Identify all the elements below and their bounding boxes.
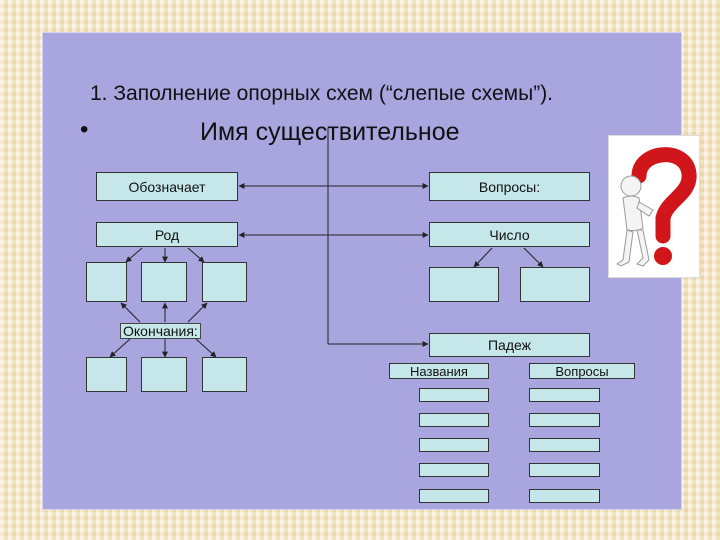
bullet-marker: • [80, 116, 89, 143]
case-box: Падеж [429, 333, 590, 357]
case-question-cell [529, 388, 600, 402]
case-name-cell [419, 438, 489, 452]
case-question-cell [529, 438, 600, 452]
question-mark-figure-icon [608, 135, 700, 278]
questions-box: Вопросы: [429, 172, 590, 201]
ending-blank-box [202, 357, 247, 392]
slide-heading: 1. Заполнение опорных схем (“слепые схем… [90, 82, 554, 105]
case-question-cell [529, 463, 600, 477]
endings-label: Окончания: [120, 323, 201, 339]
gender-left-arrow [125, 247, 143, 263]
endings-up-right-arrow [187, 302, 208, 323]
number-right-arrow [523, 247, 544, 268]
slide-subtitle: Имя существительное [200, 118, 460, 146]
case-name-cell [419, 413, 489, 427]
ending-blank-box [141, 357, 187, 392]
gender-blank-box [141, 262, 187, 302]
case-name-cell [419, 489, 489, 503]
designates-box: Обозначает [96, 172, 238, 201]
number-blank-box [520, 267, 590, 302]
case-name-cell [419, 388, 489, 402]
number-left-arrow [473, 247, 493, 268]
number-blank-box [429, 267, 499, 302]
gender-box: Род [96, 222, 238, 247]
case-question-cell [529, 489, 600, 503]
ending-blank-box [86, 357, 127, 392]
case-names-header: Названия [389, 363, 489, 379]
endings-down-right-arrow [195, 338, 217, 358]
case-name-cell [419, 463, 489, 477]
case-questions-header: Вопросы [529, 363, 635, 379]
endings-up-left-arrow [120, 302, 141, 323]
gender-blank-box [202, 262, 247, 302]
endings-down-left-arrow [109, 338, 131, 358]
number-box: Число [429, 222, 590, 247]
case-question-cell [529, 413, 600, 427]
gender-blank-box [86, 262, 127, 302]
gender-right-arrow [187, 247, 205, 263]
